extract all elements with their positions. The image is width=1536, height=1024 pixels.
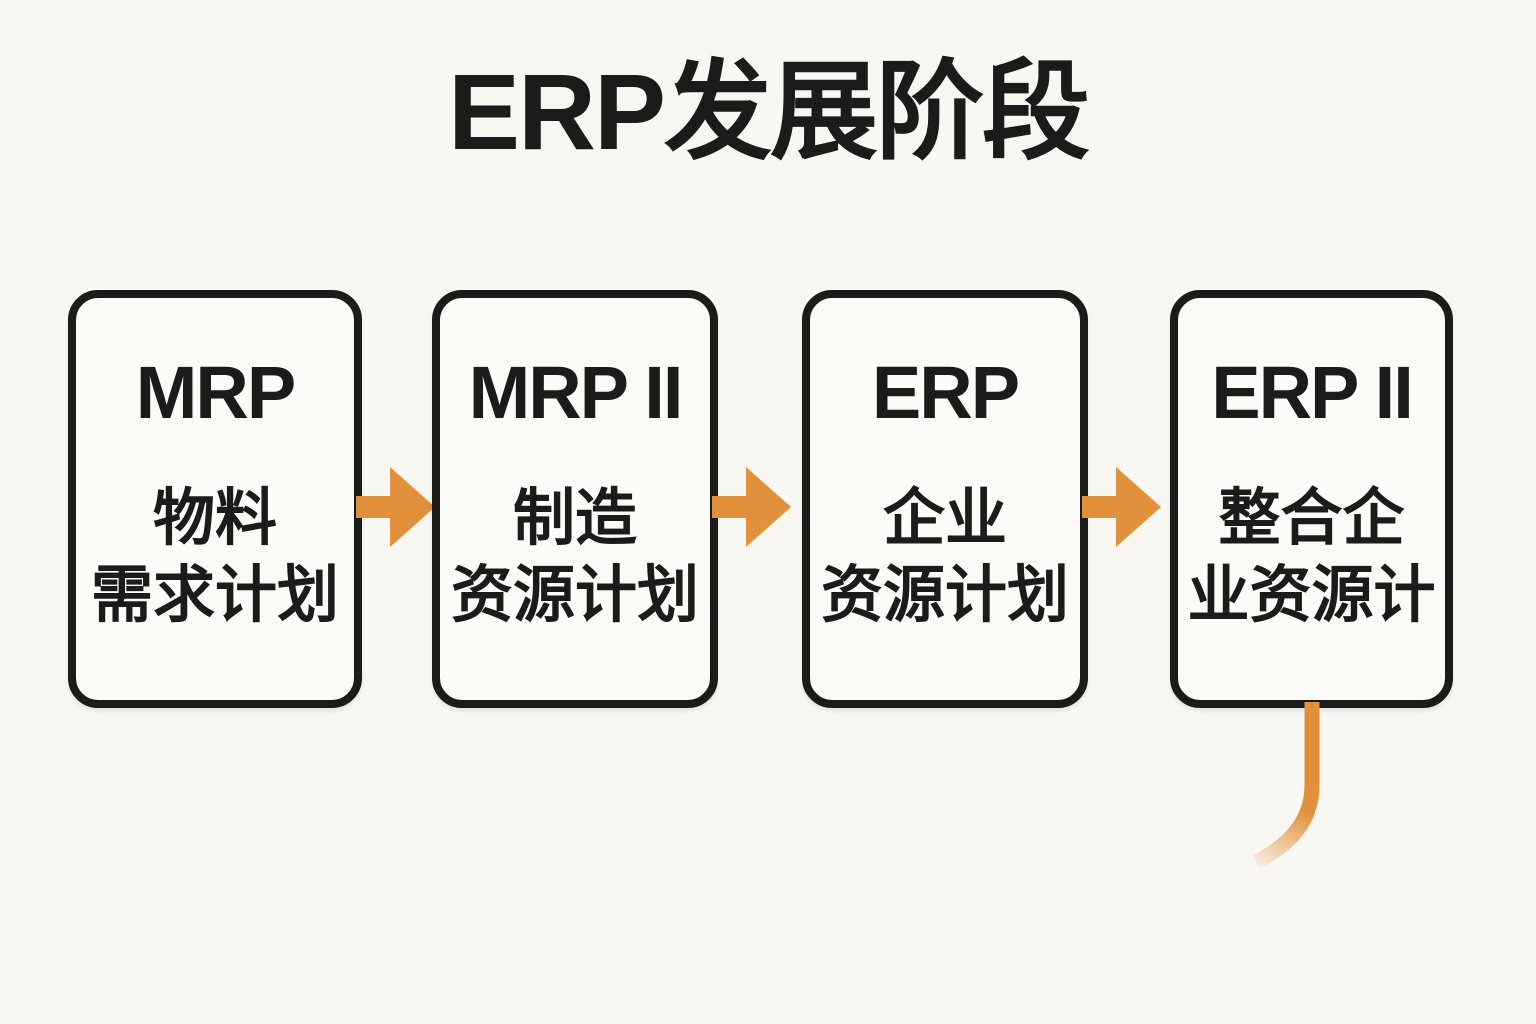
stage-acronym: ERP	[871, 351, 1020, 434]
desc-line-1: 物料	[152, 484, 277, 553]
right-arrow-icon	[356, 467, 435, 547]
desc-line-1: 企业	[882, 484, 1007, 553]
stage-box-mrp2: MRP II 制造 资源计划	[432, 290, 718, 708]
stage-description: 物料 需求计划	[91, 480, 339, 634]
stage-box-mrp: MRP 物料 需求计划	[68, 290, 362, 708]
desc-line-2: 资源计划	[450, 561, 699, 630]
stage-acronym: MRP	[135, 351, 296, 434]
page-title: ERP发展阶段	[447, 51, 1090, 172]
stage-description: 企业 资源计划	[821, 480, 1069, 634]
right-arrow-icon	[1082, 467, 1161, 547]
stage-description: 整合企 业资源计	[1187, 480, 1435, 634]
stage-acronym: ERP II	[1211, 351, 1413, 434]
stage-description: 制造 资源计划	[451, 480, 699, 634]
desc-line-1: 制造	[512, 484, 637, 553]
desc-line-2: 需求计划	[90, 561, 339, 630]
stage-box-erp: ERP 企业 资源计划	[802, 290, 1088, 708]
stage-box-erp2: ERP II 整合企 业资源计	[1170, 290, 1453, 708]
desc-line-1: 整合企	[1218, 484, 1405, 553]
desc-line-2: 资源计划	[820, 561, 1069, 630]
right-arrow-icon	[712, 467, 791, 547]
desc-line-2: 业资源计	[1187, 561, 1436, 630]
stage-acronym: MRP II	[468, 351, 684, 434]
